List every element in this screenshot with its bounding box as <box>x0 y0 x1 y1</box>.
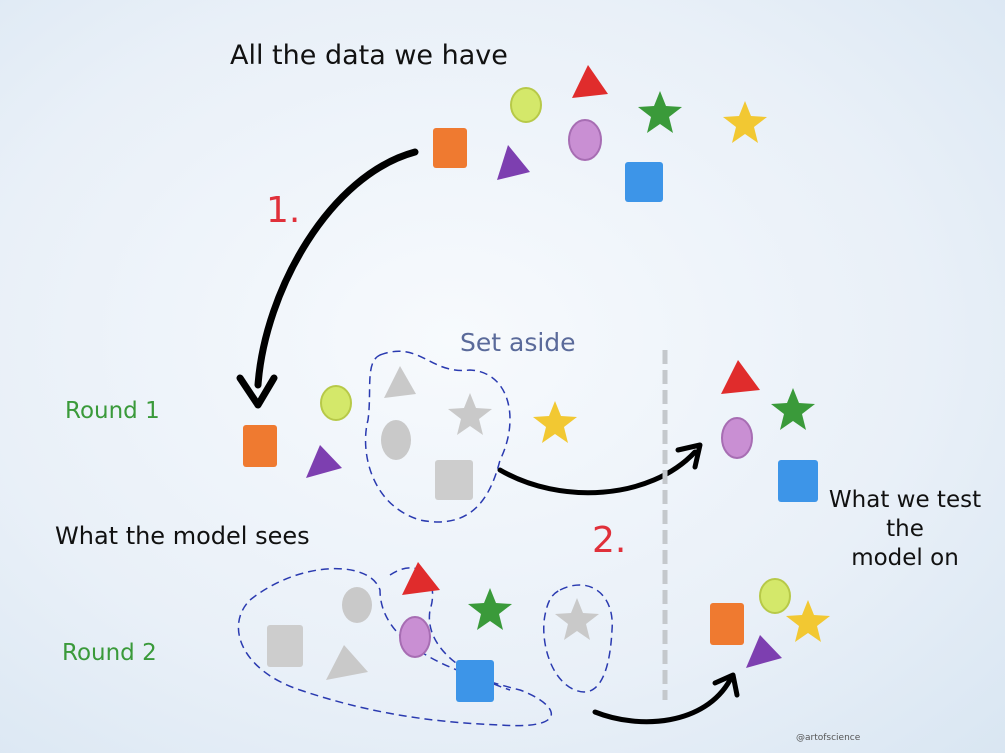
set-aside-label: Set aside <box>460 328 576 357</box>
yellow-star <box>786 600 830 642</box>
grey-ellipse <box>381 420 411 460</box>
arrow-step1-head <box>236 374 278 409</box>
yellow-star <box>723 101 767 143</box>
orange-square <box>710 603 744 645</box>
grey-square <box>267 625 303 667</box>
arrow-round1-head <box>675 442 703 470</box>
green-star <box>638 91 682 133</box>
round1-label: Round 1 <box>65 398 160 424</box>
blue-square <box>456 660 494 702</box>
yellow-ellipse <box>510 87 542 123</box>
yellow-ellipse <box>320 385 352 421</box>
orange-square <box>433 128 467 168</box>
blue-square <box>778 460 818 502</box>
title: All the data we have <box>230 40 508 71</box>
red-triangle <box>572 65 608 98</box>
red-triangle <box>721 360 760 394</box>
grey-star <box>448 393 492 435</box>
purple-ellipse <box>568 119 602 161</box>
arrow-step1 <box>254 148 419 389</box>
arrow-round2-head <box>712 672 740 698</box>
orange-square <box>243 425 277 467</box>
purple-triangle <box>306 445 342 478</box>
step2-label: 2. <box>592 520 627 561</box>
test-label-line: model on <box>851 545 959 571</box>
green-star <box>468 588 512 630</box>
round2-label: Round 2 <box>62 640 157 666</box>
round2-loop-right <box>543 584 613 693</box>
purple-ellipse <box>721 417 753 459</box>
purple-triangle <box>746 635 782 668</box>
grey-star <box>555 598 599 640</box>
model-sees-label: What the model sees <box>55 522 310 550</box>
blue-square <box>625 162 663 202</box>
test-label: What we test the model on <box>820 486 990 573</box>
purple-ellipse <box>399 616 431 658</box>
yellow-ellipse <box>759 578 791 614</box>
red-triangle <box>402 562 440 595</box>
credit: @artofscience <box>796 733 861 743</box>
arrow-round2 <box>592 677 733 725</box>
step1-label: 1. <box>266 190 301 231</box>
grey-triangle <box>326 645 368 680</box>
green-star <box>771 388 815 430</box>
arrow-round1 <box>497 449 698 496</box>
set-aside-loop <box>364 350 511 523</box>
grey-ellipse <box>342 587 372 623</box>
purple-triangle <box>497 145 530 180</box>
yellow-star <box>533 401 577 443</box>
grey-square <box>435 460 473 500</box>
test-label-line: the <box>886 516 924 542</box>
grey-triangle <box>384 366 416 398</box>
round2-loop-outer <box>237 567 552 727</box>
test-label-line: What we test <box>828 487 982 513</box>
